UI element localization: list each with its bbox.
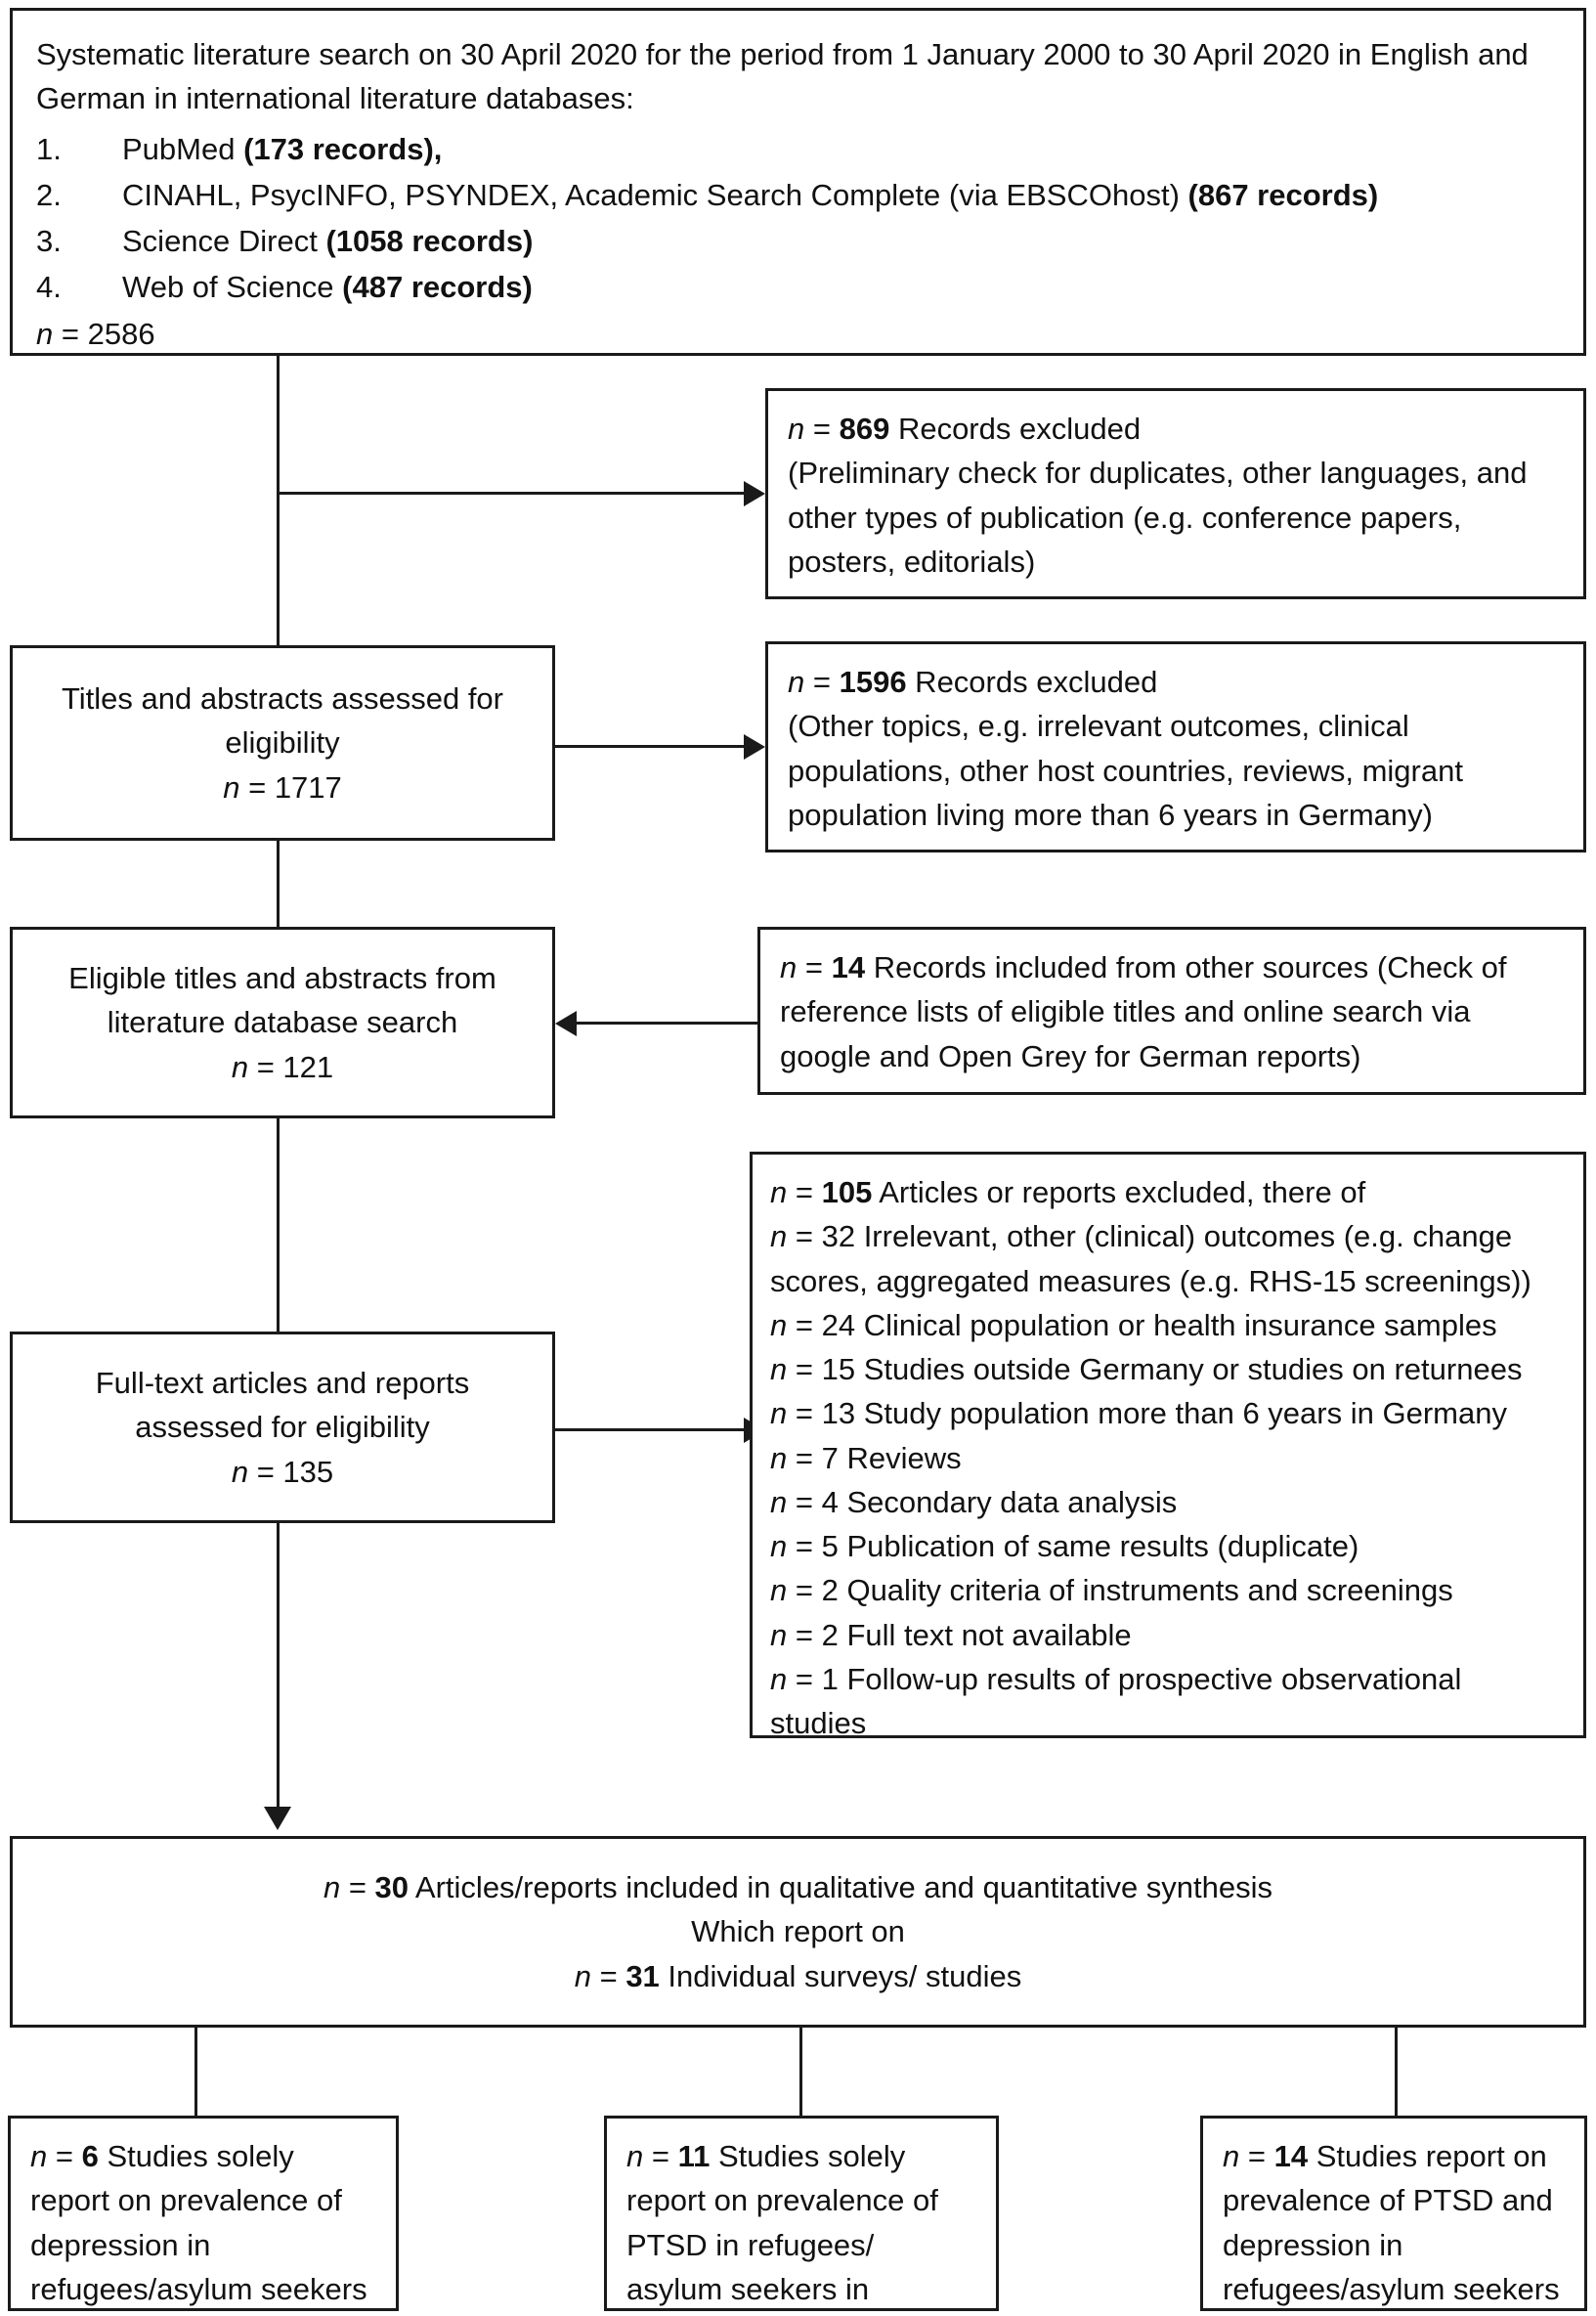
source-record-count: (173 records), [243,131,443,166]
outcome-ptsd-box: n = 11 Studies solely report on prevalen… [604,2116,999,2311]
outcome-text: n = 14 Studies report on prevalence of P… [1223,2139,1560,2306]
synthesis-line2: Which report on [691,1914,905,1949]
source-number: 1. [36,131,62,166]
source-record-count: (867 records) [1187,177,1379,212]
outcome-depression-box: n = 6 Studies solely report on prevalenc… [8,2116,399,2311]
eligible-titles-box: Eligible titles and abstracts from liter… [10,927,555,1118]
fulltext-line1: Full-text articles and reports [95,1366,470,1401]
fulltext-assessed-box: Full-text articles and reports assessed … [10,1332,555,1523]
excluded-3-reason: n = 2 Full text not available [770,1617,1132,1652]
excluded-1-heading: n = 869 Records excluded [788,412,1142,446]
list-item: 3. Science Direct (1058 records) [36,219,1560,263]
eligible-titles-line1: Eligible titles and abstracts from [68,961,496,996]
source-number: 2. [36,177,62,212]
eligible-titles-line2: literature database search [107,1005,458,1040]
titles-abstracts-line2: eligibility [225,725,340,761]
connector-titles-to-eligible [277,841,280,929]
records-excluded-2-box: n = 1596 Records excluded (Other topics,… [765,641,1586,852]
connector-search-to-titles [277,356,280,647]
arrowhead-excluded-2 [744,734,765,760]
fulltext-n: n = 135 [231,1454,334,1489]
fulltext-line2: assessed for eligibility [135,1410,430,1445]
source-record-count: (1058 records) [325,224,534,258]
search-total-n: n = 2586 [36,316,155,351]
connector-to-excluded-3 [555,1428,744,1431]
list-item: 2. CINAHL, PsycINFO, PSYNDEX, Academic S… [36,173,1560,217]
outcome-text: n = 11 Studies solely report on prevalen… [626,2139,938,2306]
source-name: PubMed (173 records), [122,131,443,166]
arrowhead-eligible-from-other-sources [555,1011,577,1036]
excluded-3-reason: n = 105 Articles or reports excluded, th… [770,1175,1366,1209]
titles-abstracts-n: n = 1717 [223,769,342,805]
titles-abstracts-box: Titles and abstracts assessed for eligib… [10,645,555,841]
records-excluded-1-box: n = 869 Records excluded (Preliminary ch… [765,388,1586,599]
source-record-count: (487 records) [342,270,533,305]
eligible-titles-n: n = 121 [231,1049,334,1084]
excluded-2-detail: (Other topics, e.g. irrelevant outcomes,… [788,709,1463,832]
connector-synthesis-to-outcome-1 [194,2028,197,2118]
excluded-1-detail: (Preliminary check for duplicates, other… [788,456,1528,579]
connector-synthesis-to-outcome-3 [1395,2028,1398,2118]
titles-abstracts-line1: Titles and abstracts assessed for [62,681,503,717]
connector-to-excluded-1 [277,492,744,495]
outcome-ptsd-and-depression-box: n = 14 Studies report on prevalence of P… [1200,2116,1587,2311]
search-strategy-box: Systematic literature search on 30 April… [10,8,1586,356]
source-number: 4. [36,270,62,305]
connector-other-sources-to-eligible [577,1022,757,1025]
excluded-3-reason: n = 1 Follow-up results of prospective o… [770,1661,1462,1740]
source-name: CINAHL, PsycINFO, PSYNDEX, Academic Sear… [122,177,1379,212]
articles-excluded-box: n = 105 Articles or reports excluded, th… [750,1152,1586,1740]
excluded-3-reason: n = 7 Reviews [770,1440,962,1475]
excluded-3-reason: n = 5 Publication of same results (dupli… [770,1529,1359,1563]
database-source-list: 1. PubMed (173 records), 2. CINAHL, Psyc… [36,127,1560,310]
synthesis-line1: n = 30 Articles/reports included in qual… [323,1870,1273,1905]
connector-synthesis-to-outcome-2 [799,2028,802,2118]
excluded-2-heading: n = 1596 Records excluded [788,665,1158,699]
source-name: Web of Science (487 records) [122,270,533,305]
excluded-3-reason: n = 2 Quality criteria of instruments an… [770,1573,1453,1608]
other-sources-box: n = 14 Records included from other sourc… [757,927,1586,1095]
arrowhead-excluded-1 [744,481,765,506]
list-item: 4. Web of Science (487 records) [36,265,1560,309]
synthesis-box: n = 30 Articles/reports included in qual… [10,1836,1586,2028]
source-name: Science Direct (1058 records) [122,224,534,258]
connector-eligible-to-fulltext [277,1118,280,1333]
excluded-3-reason: n = 15 Studies outside Germany or studie… [770,1352,1523,1386]
source-number: 3. [36,224,62,258]
search-intro-text: Systematic literature search on 30 April… [36,37,1529,116]
connector-fulltext-to-synthesis [277,1523,280,1813]
excluded-3-reason: n = 13 Study population more than 6 year… [770,1396,1507,1431]
list-item: 1. PubMed (173 records), [36,127,1560,171]
excluded-3-reason: n = 32 Irrelevant, other (clinical) outc… [770,1219,1531,1298]
excluded-3-reason: n = 24 Clinical population or health ins… [770,1307,1497,1342]
arrowhead-synthesis [264,1807,291,1830]
other-sources-text: n = 14 Records included from other sourc… [780,950,1507,1073]
excluded-3-reason: n = 4 Secondary data analysis [770,1484,1178,1519]
connector-to-excluded-2 [555,745,744,748]
outcome-text: n = 6 Studies solely report on prevalenc… [30,2139,367,2306]
synthesis-line3: n = 31 Individual surveys/ studies [574,1958,1022,1993]
